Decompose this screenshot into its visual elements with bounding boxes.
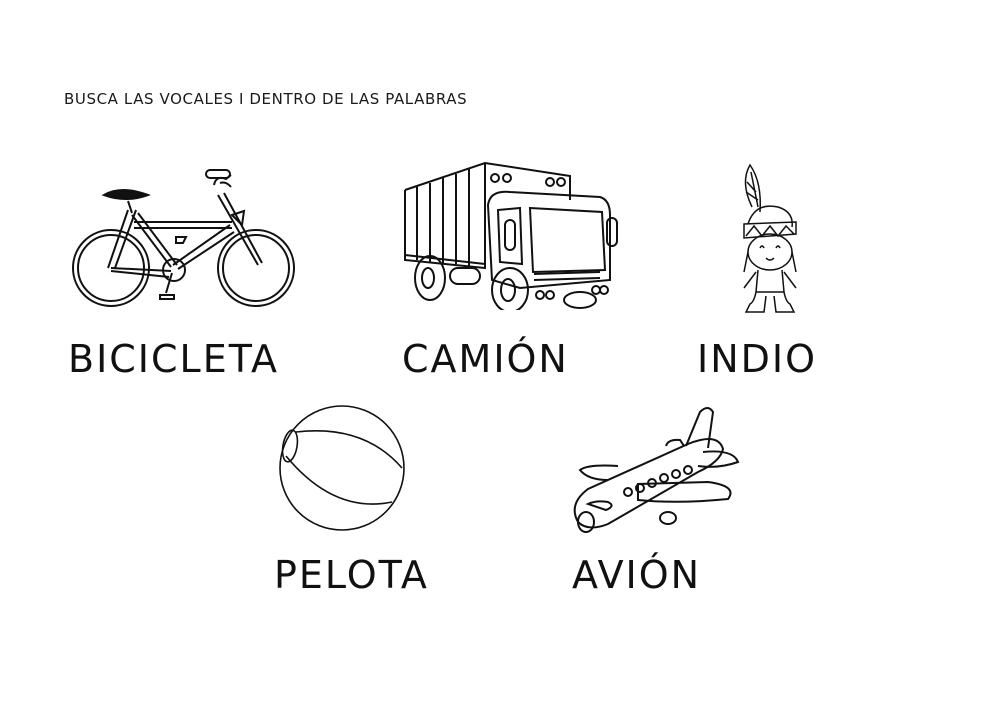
word-label-pelota: PELOTA [274, 553, 429, 597]
word-label-indio: INDIO [697, 337, 818, 381]
word-label-camion: CAMIÓN [402, 337, 569, 381]
word-label-avion: AVIÓN [572, 553, 702, 597]
beach-ball-icon [274, 404, 408, 534]
airplane-icon [568, 404, 740, 534]
native-child-icon [730, 162, 810, 318]
instruction-heading: BUSCA LAS VOCALES I DENTRO DE LAS PALABR… [64, 90, 468, 108]
bicycle-icon [66, 165, 300, 315]
truck-icon [400, 160, 622, 310]
word-label-bicicleta: BICICLETA [68, 337, 279, 381]
